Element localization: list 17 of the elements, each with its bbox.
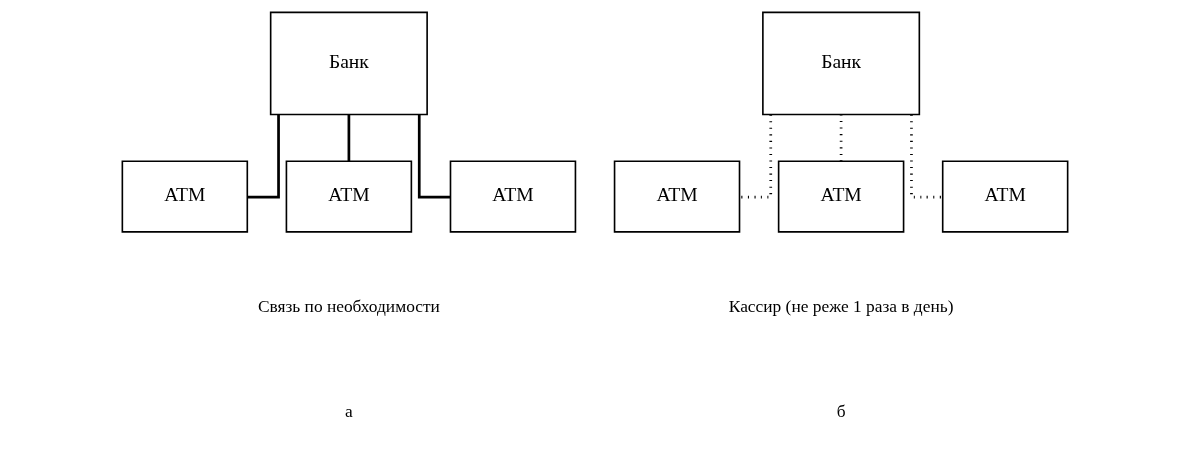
connector: [247, 114, 280, 199]
label: Связь по необходимости: [257, 297, 440, 317]
connector: [347, 114, 351, 162]
node-box: Банк: [269, 11, 428, 116]
connector: [739, 114, 773, 199]
node-box: ATM: [285, 160, 413, 233]
label: б: [836, 402, 846, 422]
label: а: [345, 402, 353, 422]
node-box: ATM: [777, 160, 905, 233]
node-box: ATM: [613, 160, 741, 233]
connector: [910, 114, 943, 199]
label: Кассир (не реже 1 раза в день): [728, 297, 954, 317]
node-box: ATM: [941, 160, 1069, 233]
node-box: ATM: [449, 160, 577, 233]
node-box: Банк: [762, 11, 921, 116]
connector: [417, 114, 451, 199]
node-box: ATM: [121, 160, 249, 233]
